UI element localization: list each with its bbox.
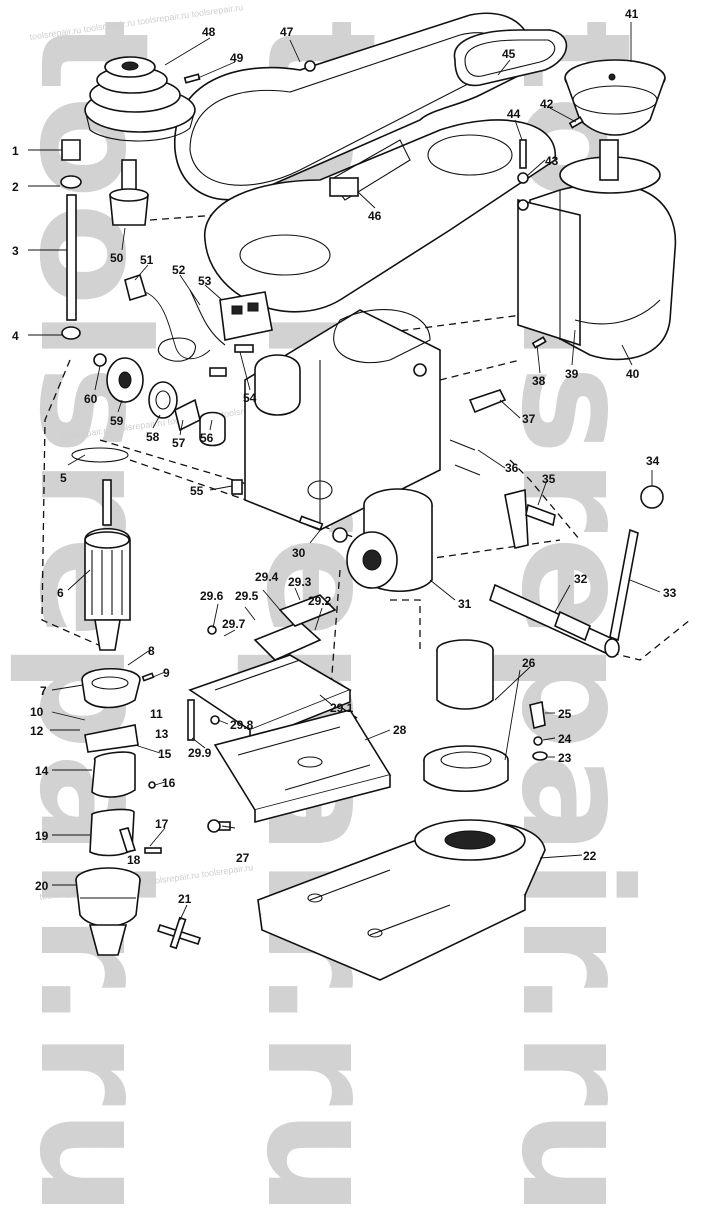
label-part-51: 51 [140,253,154,267]
feed-spring-assembly [93,353,226,447]
label-part-29-9: 29.9 [188,746,212,760]
chuck-key [156,916,202,950]
spindle-sleeve [109,159,149,226]
label-part-23: 23 [558,751,572,765]
label-part-58: 58 [146,430,160,444]
label-part-29-8: 29.8 [230,718,254,732]
label-part-57: 57 [172,436,186,450]
label-part-21: 21 [178,892,192,906]
label-part-48: 48 [202,25,216,39]
exploded-diagram: toolsrepair.ru toolsrepair.ru toolsrepai… [6,2,691,1221]
label-part-60: 60 [84,392,98,406]
label-part-13: 13 [155,727,169,741]
label-part-1: 1 [12,144,19,158]
label-part-49: 49 [230,51,244,65]
label-part-29-5: 29.5 [235,589,259,603]
label-part-15: 15 [158,747,172,761]
label-part-30: 30 [292,546,306,560]
label-part-29-3: 29.3 [288,575,312,589]
label-part-39: 39 [565,367,579,381]
label-part-46: 46 [368,209,382,223]
label-part-53: 53 [198,274,212,288]
label-part-2: 2 [12,180,19,194]
label-part-54: 54 [243,391,257,405]
label-part-50: 50 [110,251,124,265]
label-part-44: 44 [507,107,521,121]
label-part-37: 37 [522,412,536,426]
depth-stop-and-lever [413,363,556,549]
label-part-29-6: 29.6 [200,589,224,603]
label-part-19: 19 [35,829,49,843]
label-part-20: 20 [35,879,49,893]
label-part-42: 42 [540,97,554,111]
label-part-29-4: 29.4 [255,570,279,584]
label-part-29-2: 29.2 [308,594,332,608]
base-plate [257,819,546,981]
label-part-25: 25 [558,707,572,721]
label-part-3: 3 [12,244,19,258]
label-part-16: 16 [162,776,176,790]
label-part-5: 5 [60,471,67,485]
label-part-35: 35 [542,472,556,486]
label-part-18: 18 [127,853,141,867]
label-part-11: 11 [150,707,163,721]
label-part-9: 9 [163,666,170,680]
label-part-55: 55 [190,484,204,498]
label-part-6: 6 [57,586,64,600]
quill [71,447,131,651]
small-watermark-3: toolsrepair.ru toolsrepair.ru toolsrepai… [39,862,254,902]
label-part-12: 12 [30,724,44,738]
spindle-shaft [60,139,82,340]
label-part-38: 38 [532,374,546,388]
small-fasteners [141,73,584,833]
label-part-45: 45 [502,47,516,61]
switch-and-cord [124,273,273,377]
label-part-56: 56 [200,431,214,445]
work-table [213,709,392,824]
label-part-31: 31 [458,597,472,611]
label-part-27: 27 [236,851,250,865]
label-part-29-1: 29.1 [330,701,354,715]
part-number-labels: 1 2 3 4 5 6 7 8 9 10 11 12 13 14 15 16 1… [12,7,677,906]
label-part-41: 41 [625,7,639,21]
label-part-32: 32 [574,572,588,586]
spindle-pulley [84,56,196,142]
drill-press-parts-svg: toolsrepair.ru toolsrepair.ru toolsrepai… [12,2,691,981]
label-part-4: 4 [12,329,19,343]
label-part-14: 14 [35,764,49,778]
label-part-52: 52 [172,263,186,277]
label-part-7: 7 [40,684,47,698]
label-part-40: 40 [626,367,640,381]
label-part-29-7: 29.7 [222,617,246,631]
label-part-43: 43 [545,154,559,168]
label-part-59: 59 [110,414,124,428]
drive-belt [453,29,568,87]
label-part-34: 34 [646,454,660,468]
leader-lines [28,22,661,921]
label-part-36: 36 [505,461,519,475]
label-part-26: 26 [522,656,536,670]
label-part-24: 24 [558,732,572,746]
label-part-8: 8 [148,644,155,658]
label-part-47: 47 [280,25,294,39]
drill-chuck [75,867,141,956]
label-part-22: 22 [583,849,597,863]
label-part-33: 33 [663,586,677,600]
chuck-guard-assembly [81,667,162,857]
table-bracket [332,488,433,593]
label-part-28: 28 [393,723,407,737]
label-part-10: 10 [30,705,44,719]
label-part-17: 17 [155,817,169,831]
table-lock-collar [423,639,548,793]
motor [517,139,677,361]
head-body [231,309,441,531]
